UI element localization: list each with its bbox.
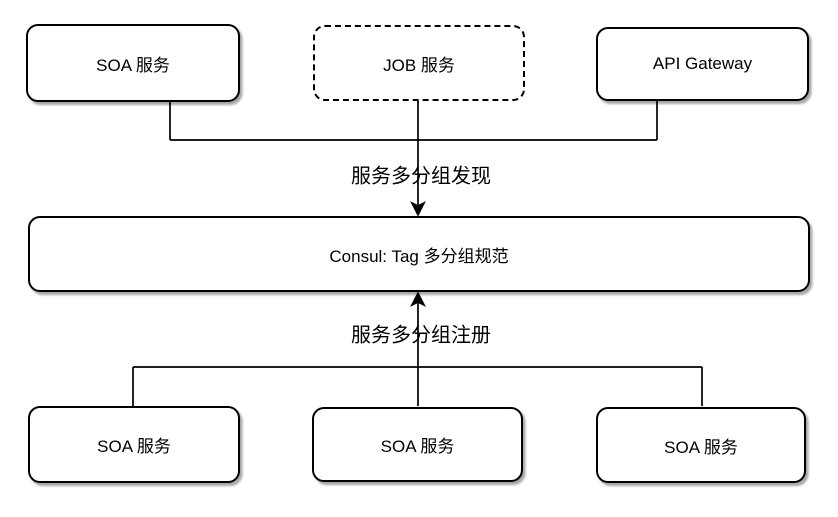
node-label: SOA 服务 <box>96 55 170 75</box>
node-consul: Consul: Tag 多分组规范 <box>28 216 810 292</box>
node-label: JOB 服务 <box>383 55 455 75</box>
node-soa-service-bottom-1: SOA 服务 <box>28 406 240 483</box>
node-job-service: JOB 服务 <box>313 25 525 101</box>
arrow-down-icon <box>410 201 426 217</box>
node-soa-service-bottom-3: SOA 服务 <box>596 407 806 483</box>
arrow-up-icon <box>410 291 426 307</box>
node-label: SOA 服务 <box>97 437 171 456</box>
node-soa-service-top: SOA 服务 <box>26 24 240 102</box>
edge-label-registration: 服务多分组注册 <box>351 324 491 347</box>
node-label: SOA 服务 <box>380 437 455 456</box>
node-label: SOA 服务 <box>664 437 738 457</box>
node-label: API Gateway <box>652 54 753 73</box>
node-soa-service-bottom-2: SOA 服务 <box>312 407 523 482</box>
node-api-gateway: API Gateway <box>596 27 809 101</box>
node-label: Consul: Tag 多分组规范 <box>329 246 509 266</box>
edge-label-discovery: 服务多分组发现 <box>351 165 491 188</box>
